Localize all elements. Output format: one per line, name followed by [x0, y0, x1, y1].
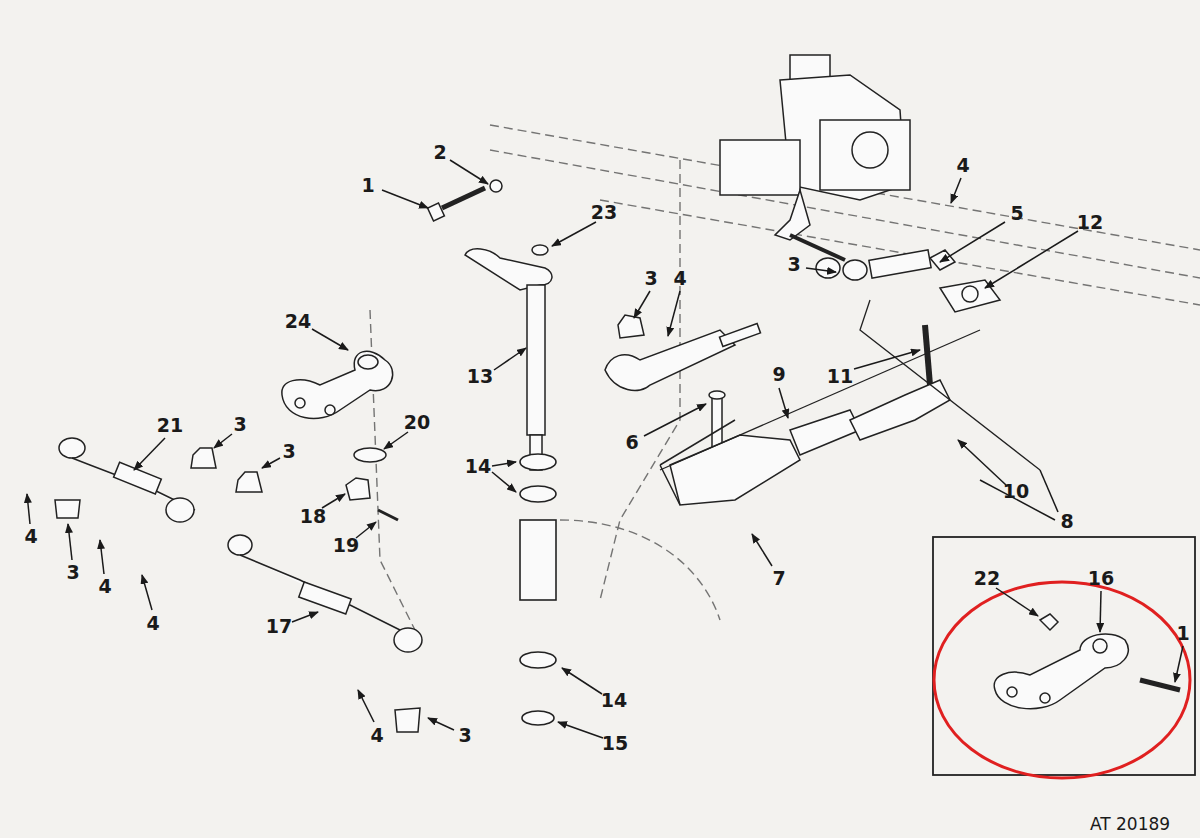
callout-number: 1	[359, 175, 376, 196]
callout-number: 22	[972, 568, 1002, 589]
callout-number: 21	[155, 415, 185, 436]
callout-number: 18	[298, 506, 328, 527]
callout-number: 4	[144, 613, 161, 634]
callout-number: 19	[331, 535, 361, 556]
callout-number: 23	[589, 202, 619, 223]
callout-number: 6	[623, 432, 640, 453]
callout-number: 13	[465, 366, 495, 387]
figure-code: AT 20189	[1088, 815, 1172, 834]
callout-number: 20	[402, 412, 432, 433]
callout-number: 16	[1086, 568, 1116, 589]
callout-number: 2	[431, 142, 448, 163]
callout-number: 3	[785, 254, 802, 275]
callout-number: 14	[463, 456, 493, 477]
callout-number: 10	[1001, 481, 1031, 502]
callout-number: 15	[600, 733, 630, 754]
callout-number: 3	[280, 441, 297, 462]
callout-number: 4	[22, 526, 39, 547]
callout-number: 12	[1075, 212, 1105, 233]
callout-number: 4	[954, 155, 971, 176]
callout-number: 4	[96, 576, 113, 597]
callout-number: 3	[642, 268, 659, 289]
callout-number: 4	[671, 268, 688, 289]
callout-number: 24	[283, 311, 313, 332]
callout-number: 17	[264, 616, 294, 637]
callout-number: 14	[599, 690, 629, 711]
callout-number: 4	[368, 725, 385, 746]
callout-number: 3	[64, 562, 81, 583]
callout-number: 3	[456, 725, 473, 746]
callout-number: 9	[770, 364, 787, 385]
callout-number: 5	[1008, 203, 1025, 224]
callout-number: 11	[825, 366, 855, 387]
callout-number: 8	[1058, 511, 1075, 532]
callout-number: 3	[231, 414, 248, 435]
callout-number: 1	[1174, 623, 1191, 644]
callout-number: 7	[770, 568, 787, 589]
